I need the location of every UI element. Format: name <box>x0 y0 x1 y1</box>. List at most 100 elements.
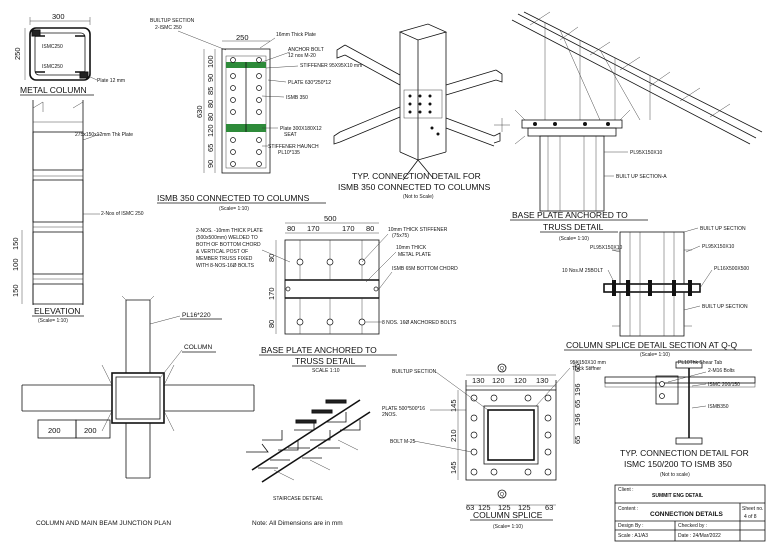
ismb-plate300: Plate 300X180X12 <box>280 126 322 132</box>
splice-stiff2: Thick Stiffner <box>572 366 601 372</box>
splice-sec-builtup-top: BUILT UP SECTION <box>700 226 746 232</box>
splice-builtup: BUILTUP SECTION <box>392 369 437 375</box>
ismc-shear-tab: PL10Thk Shear Tab <box>678 360 722 366</box>
junction-pl16: PL16*220 <box>182 312 211 319</box>
ismc-title2: ISMC 150/200 TO ISMB 350 <box>624 459 732 469</box>
metal-column-detail: 300 250 ISMC250 ISMC250 Plate 12 mm META… <box>13 12 125 96</box>
ismb-plate16: 16mm Thick Plate <box>276 32 316 38</box>
ismb-dim-5: 80 <box>206 113 215 121</box>
elevation-title: ELEVATION <box>34 306 80 316</box>
base-mid-side-2: 170 <box>267 287 276 300</box>
ismb-dim-8: 90 <box>206 160 215 168</box>
base-mid-note-a: 2-NOS. -10mm THICK PLATE <box>196 228 263 234</box>
ismb-bolt-holes <box>230 57 262 167</box>
splice-bottom-2: 125 <box>478 503 491 512</box>
base-mid-title2: TRUSS DETAIL <box>295 356 356 366</box>
base-mid-top-4: 80 <box>366 224 374 233</box>
base-mid-note-d: & VERTICAL POST OF <box>196 249 248 255</box>
metal-column-label-top: ISMC250 <box>42 44 63 50</box>
junction-column: COLUMN <box>184 344 212 351</box>
ismb-connection-scale: (Scale= 1:10) <box>219 206 249 212</box>
ismc-dim-2: 196 <box>573 383 582 396</box>
splice-left-2: 210 <box>449 429 458 442</box>
tb-content-value: CONNECTION DETAILS <box>650 511 723 518</box>
base-top-scale: (Scale= 1:10) <box>559 236 589 242</box>
ismb-dim-3: 85 <box>206 87 215 95</box>
base-top-builtup: BUILT UP SECTION-A <box>616 174 667 180</box>
base-top-pl95: PL95X150X10 <box>630 150 662 156</box>
ismb-seat: SEAT <box>284 132 297 138</box>
splice-sec-bolt: 10 Nos.M 25BOLT <box>562 268 603 274</box>
elevation-scale: (Scale= 1:10) <box>38 318 68 324</box>
elevation-plate-note: 275x150x12mm Thk Plate <box>75 132 133 138</box>
ismc-note: (Not to scale) <box>660 472 690 478</box>
ismb-height-dim: 630 <box>195 105 204 118</box>
base-top-title2: TRUSS DETAIL <box>543 222 604 232</box>
junction-plan: PL16*220 COLUMN 200 200 COLUMN AND MAIN … <box>21 295 255 527</box>
splice-top-3: 120 <box>514 376 527 385</box>
ismb-connection-detail: BUILTUP SECTION 2-ISMC 250 250 16mm Thic… <box>150 18 362 212</box>
metal-column-title: METAL COLUMN <box>20 85 87 95</box>
splice-title: COLUMN SPLICE <box>473 510 543 520</box>
typ-conn-col-title2: ISMB 350 CONNECTED TO COLUMNS <box>338 182 491 192</box>
base-mid-title1: BASE PLATE ANCHORED TO <box>261 345 377 355</box>
tb-client-value: SUMMIT ENG DETAIL <box>652 493 703 499</box>
splice-bottom-5: 63 <box>545 503 553 512</box>
splice-plate2: 2NOS. <box>382 412 397 418</box>
splice-plate: PLATE 500*500*16 <box>382 406 425 412</box>
tb-sheet-value: 4 of 8 <box>744 514 757 520</box>
elevation-dim-2: 100 <box>11 258 20 271</box>
elevation-dim-3: 150 <box>11 284 20 297</box>
ismb-connection-title: ISMB 350 CONNECTED TO COLUMNS <box>157 193 310 203</box>
base-mid-stiffener2: (75x75) <box>392 233 409 239</box>
splice-sec-pl95-right: PL95X150X10 <box>702 244 734 250</box>
base-mid-anchored: 8 NOS. 16Ø ANCHORED BOLTS <box>382 320 457 326</box>
tb-date-label: Date : 24/Mar/2022 <box>678 533 721 539</box>
splice-sec-scale: (Scale= 1:10) <box>640 352 670 358</box>
splice-sec-pl95-left: PL95X150X10 <box>590 245 622 251</box>
typ-conn-col-note: (Not to Scale) <box>403 194 434 200</box>
ismb-builtup: BUILTUP SECTION <box>150 18 195 24</box>
ismc-dim-4: 196 <box>573 413 582 426</box>
metal-column-width: 300 <box>52 12 65 21</box>
splice-sec-pl16: PL16X500X500 <box>714 266 749 272</box>
ismb-dim-4: 80 <box>206 100 215 108</box>
splice-sec-title: COLUMN SPLICE DETAIL SECTION AT Q-Q <box>566 340 738 350</box>
metal-column-label-bottom: ISMC250 <box>42 64 63 70</box>
ismb-dim-2: 90 <box>206 74 215 82</box>
ismc-dim-3: 65 <box>573 400 582 408</box>
splice-q-top: Q <box>500 366 504 372</box>
base-mid-metal2: METAL PLATE <box>398 252 432 258</box>
splice-q-bottom: Q <box>500 492 504 498</box>
typ-connection-ismc: 65 196 65 196 65 PL10Thk Shear Tab 2-M16… <box>573 360 756 478</box>
base-mid-metal: 10mm THICK <box>396 245 427 251</box>
elevation-dim-1: 150 <box>11 237 20 250</box>
metal-column-height: 250 <box>13 47 22 60</box>
staircase-title: STAIRCASE DETEAIL <box>273 496 323 502</box>
junction-dim-1: 200 <box>48 426 61 435</box>
junction-dim-2: 200 <box>84 426 97 435</box>
ismc-ismc: ISMC 200/150 <box>708 382 740 388</box>
ismb-haunch: STIFFENER HAUNCH <box>268 144 319 150</box>
tb-checked-label: Checked by : <box>678 523 707 529</box>
splice-stiff: 95X150X10 mm <box>570 360 606 366</box>
splice-bolt: BOLT M-25 <box>390 439 416 445</box>
tb-content-label: Content : <box>618 506 638 512</box>
splice-scale: (Scale= 1:10) <box>493 524 523 530</box>
base-mid-top-2: 170 <box>307 224 320 233</box>
base-mid-ismb: ISMB 65M BOTTOM CHORD <box>392 266 458 272</box>
ismc-ismb: ISMB350 <box>708 404 729 410</box>
base-mid-top-3: 170 <box>342 224 355 233</box>
ismc-dim-1: 65 <box>573 364 582 372</box>
ismb-dim-7: 65 <box>206 144 215 152</box>
typ-conn-col-title1: TYP. CONNECTION DETAIL FOR <box>352 171 481 181</box>
ismb-dim-1: 100 <box>206 55 215 68</box>
base-mid-top-1: 80 <box>287 224 295 233</box>
column-splice: 130 120 120 130 Q 145 210 145 63 125 125… <box>382 360 606 530</box>
tb-design-label: Design By : <box>618 523 644 529</box>
tb-client-label: Client : <box>618 487 634 493</box>
base-mid-note-f: WITH 8-NOS-16Ø BOLTS <box>196 263 255 269</box>
base-mid-total: 500 <box>324 214 337 223</box>
base-mid-note-c: BOTH OF BOTTOM CHORD <box>196 242 261 248</box>
